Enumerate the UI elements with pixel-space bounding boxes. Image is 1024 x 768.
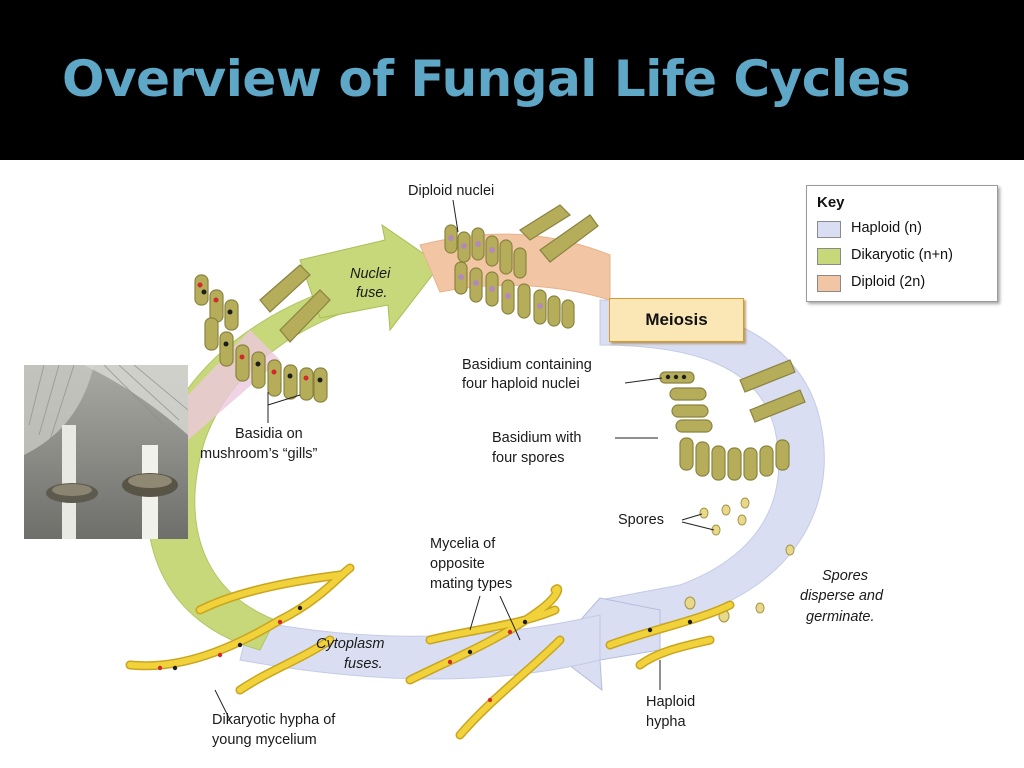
haploid-swatch xyxy=(817,221,841,238)
label-basidium-with-1: Basidium with xyxy=(492,430,582,446)
label-dikaryotic-hypha-2: young mycelium xyxy=(212,732,317,748)
dikaryotic-arrow xyxy=(299,223,441,332)
spores xyxy=(684,497,795,623)
label-basidia-on-2: mushroom’s “gills” xyxy=(200,446,318,462)
title-bar: Overview of Fungal Life Cycles xyxy=(0,0,1024,160)
meiosis-box: Meiosis xyxy=(609,298,744,342)
legend-title: Key xyxy=(817,194,845,211)
legend-label: Haploid (n) xyxy=(851,220,922,236)
life-cycle-diagram xyxy=(125,199,825,740)
label-basidium-with-2: four spores xyxy=(492,450,565,466)
label-mycelia-3: mating types xyxy=(430,576,513,592)
diploid-swatch xyxy=(817,275,841,292)
leader-lines xyxy=(214,199,715,721)
label-cytoplasm-2: fuses. xyxy=(344,656,383,672)
label-spores: Spores xyxy=(618,512,664,528)
haploid-basidium-cluster xyxy=(659,359,806,481)
label-spores-disperse-1: Spores xyxy=(822,568,868,584)
label-spores-disperse-2: disperse and xyxy=(800,588,884,604)
dikaryotic-basidium-cluster xyxy=(194,264,331,403)
label-nuclei-fuse-2: fuse. xyxy=(356,285,388,301)
meiosis-label: Meiosis xyxy=(645,310,708,329)
haploid-band-bottom xyxy=(239,614,601,680)
label-basidium-containing-1: Basidium containing xyxy=(462,357,592,373)
label-diploid-nuclei: Diploid nuclei xyxy=(408,183,495,199)
label-basidia-on-1: Basidia on xyxy=(235,426,303,442)
label-mycelia-2: opposite xyxy=(430,556,485,572)
label-dikaryotic-hypha-1: Dikaryotic hypha of xyxy=(212,712,336,728)
dikaryotic-swatch xyxy=(817,248,841,265)
slide-title: Overview of Fungal Life Cycles xyxy=(62,50,911,108)
label-spores-disperse-3: germinate. xyxy=(806,609,875,625)
label-cytoplasm-1: Cytoplasm xyxy=(316,636,385,652)
label-basidium-containing-2: four haploid nuclei xyxy=(462,376,580,392)
label-mycelia-1: Mycelia of xyxy=(430,536,496,552)
legend: Key Haploid (n) Dikaryotic (n+n) Diploid… xyxy=(806,185,998,302)
mushroom-photo xyxy=(24,365,188,539)
legend-label: Diploid (2n) xyxy=(851,274,926,290)
label-haploid-hypha-1: Haploid xyxy=(646,694,696,710)
label-haploid-hypha-2: hypha xyxy=(646,714,686,730)
legend-label: Dikaryotic (n+n) xyxy=(851,247,953,263)
label-nuclei-fuse-1: Nuclei xyxy=(350,266,391,282)
